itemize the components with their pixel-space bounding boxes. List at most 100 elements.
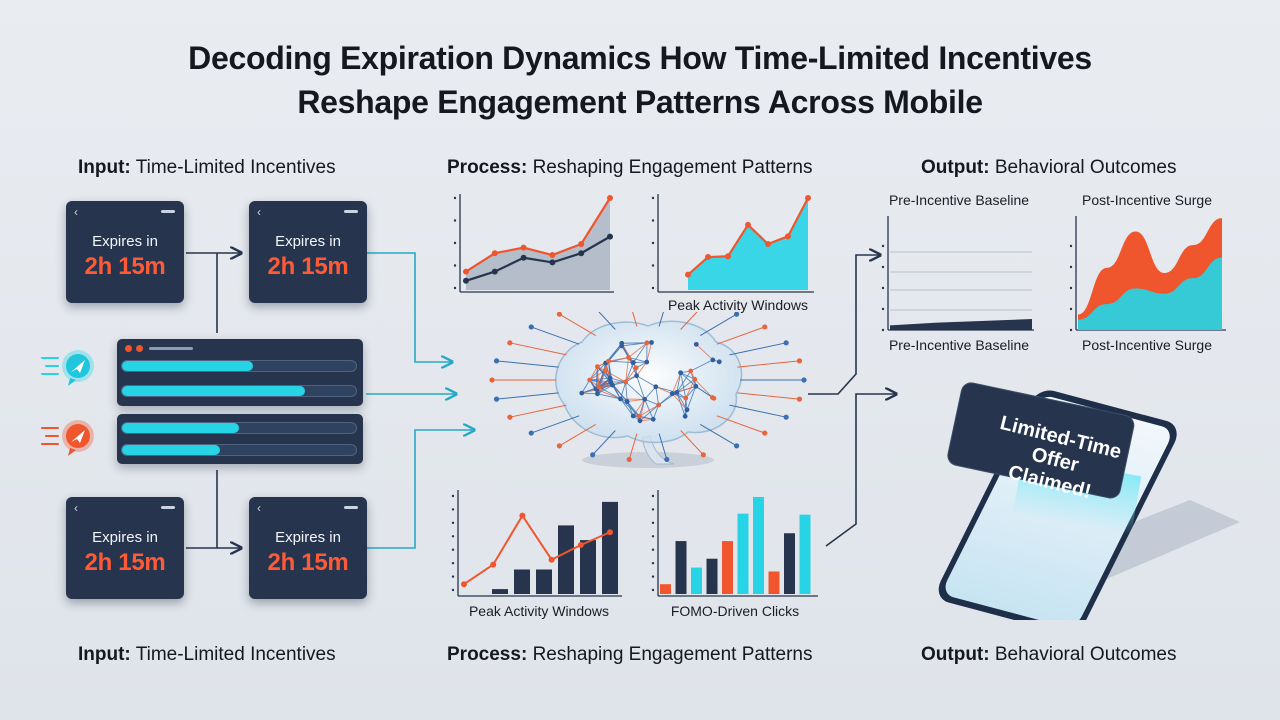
network-ray — [632, 312, 638, 327]
network-node — [596, 384, 602, 390]
network-node — [711, 395, 717, 401]
network-link — [639, 404, 659, 422]
data-point — [548, 556, 555, 563]
expires-label: Expires in — [92, 529, 158, 546]
status-bar-icon — [161, 210, 175, 213]
network-link — [626, 401, 634, 417]
bar — [706, 558, 718, 594]
network-link — [581, 379, 591, 394]
network-node — [642, 396, 648, 402]
network-node — [624, 399, 630, 404]
network-link — [608, 360, 634, 364]
network-node — [607, 375, 613, 381]
countdown-value: 2h 15m — [267, 549, 349, 576]
series-area — [466, 198, 610, 290]
process-section-label-bottom: Process: Reshaping Engagement Patterns — [447, 644, 813, 665]
cyan-notification-icon — [41, 350, 94, 386]
network-node — [734, 443, 740, 449]
data-point — [491, 250, 498, 257]
axis-tick — [881, 328, 885, 332]
network-link — [636, 375, 657, 388]
progress-fill — [122, 423, 239, 433]
data-point — [578, 250, 585, 257]
network-node — [783, 414, 789, 420]
network-link — [690, 359, 714, 372]
axis-tick — [451, 588, 455, 592]
network-node — [626, 456, 632, 463]
label-fomo-clicks: FOMO-Driven Clicks — [670, 603, 800, 619]
network-ray — [496, 392, 559, 400]
output-section-label-bottom: Output: Behavioral Outcomes — [921, 644, 1177, 665]
series-area — [890, 319, 1032, 330]
network-ray — [729, 404, 787, 418]
countdown-value: 2h 15m — [267, 253, 349, 280]
progress-fill — [122, 445, 221, 455]
network-node — [631, 360, 636, 365]
title-line-1: Decoding Expiration Dynamics How Time-Li… — [188, 40, 1092, 76]
network-link — [680, 372, 687, 399]
page-title: Decoding Expiration Dynamics How Time-Li… — [0, 36, 1280, 124]
network-node — [700, 452, 706, 458]
network-ray — [628, 433, 638, 460]
countdown-card-4[interactable]: ‹ Expires in 2h 15m — [249, 497, 367, 599]
progress-panel-top — [117, 339, 363, 406]
network-node — [493, 396, 500, 402]
network-node — [669, 391, 675, 397]
network-link — [628, 357, 638, 376]
network-node — [528, 430, 534, 436]
data-point — [607, 529, 613, 536]
network-node — [602, 368, 608, 374]
axis-tick — [651, 548, 655, 551]
axis-tick — [453, 241, 457, 245]
countdown-card-2[interactable]: ‹ Expires in 2h 15m — [249, 201, 367, 303]
data-point — [461, 581, 467, 588]
input-section-label-top: Input: Time-Limited Incentives — [78, 157, 336, 178]
progress-fill — [122, 386, 305, 396]
network-link — [680, 372, 697, 387]
data-point — [490, 561, 497, 568]
label-pre-incentive-top: Pre-Incentive Baseline — [888, 192, 1030, 208]
axis-tick — [453, 219, 457, 222]
back-chevron-icon: ‹ — [257, 205, 261, 219]
network-node — [507, 340, 513, 346]
network-node — [556, 312, 562, 317]
network-link — [596, 389, 621, 400]
network-link — [676, 370, 692, 393]
data-point — [519, 512, 526, 519]
network-link — [694, 378, 713, 398]
network-node — [801, 377, 807, 383]
data-point — [725, 253, 731, 260]
network-node — [626, 355, 631, 360]
chart-bar-fomo-clicks — [651, 490, 818, 597]
series-line-navy — [465, 235, 611, 282]
network-node — [678, 370, 684, 376]
network-link — [598, 370, 606, 388]
network-node — [595, 364, 600, 370]
network-ray — [531, 415, 580, 434]
network-node — [636, 413, 642, 419]
data-point — [745, 221, 751, 228]
axis-tick — [451, 575, 455, 578]
axis-tick — [881, 286, 885, 290]
bar — [492, 589, 508, 594]
smartphone-illustration — [938, 382, 1240, 620]
data-point — [520, 254, 527, 261]
network-link — [655, 386, 660, 406]
network-link — [676, 372, 682, 393]
window-title-bar — [149, 347, 193, 350]
expires-label: Expires in — [275, 233, 341, 250]
bar — [722, 541, 733, 594]
countdown-card-1[interactable]: ‹ Expires in 2h 15m — [66, 201, 184, 303]
countdown-card-3[interactable]: ‹ Expires in 2h 15m — [66, 497, 184, 599]
axis-tick — [451, 561, 455, 565]
progress-track — [121, 385, 357, 397]
data-point — [765, 241, 771, 247]
axis-tick — [451, 494, 455, 498]
progress-track — [121, 360, 357, 372]
axis-tick — [881, 265, 885, 269]
progress-track — [121, 422, 357, 434]
axis-tick — [651, 535, 655, 538]
network-ray — [700, 313, 737, 336]
network-node — [606, 358, 611, 364]
network-node — [688, 368, 694, 374]
